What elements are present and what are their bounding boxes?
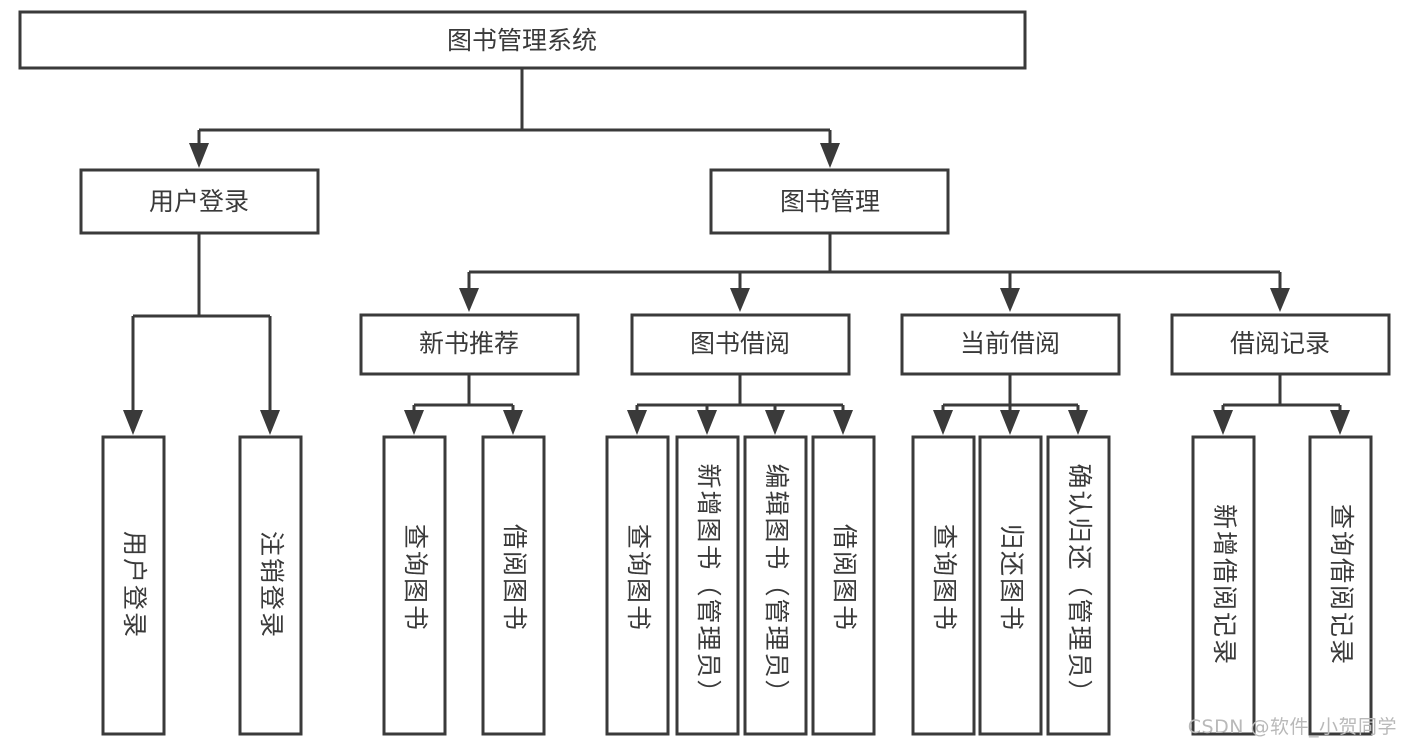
leaf-current-borrow-2-box[interactable] xyxy=(978,435,1043,736)
leaf-borrow-record-2[interactable]: 查询借阅记录 xyxy=(1308,435,1373,736)
node-new-book-recommend-label: 新书推荐 xyxy=(419,329,519,358)
leaf-book-borrow-4-box[interactable] xyxy=(811,435,876,736)
leaf-book-borrow-2-box[interactable] xyxy=(675,435,740,736)
arrow-to-leaf-current-borrow-1 xyxy=(933,410,953,435)
arrow-to-borrow-record xyxy=(1270,288,1290,312)
arrow-to-leaf-current-borrow-3 xyxy=(1068,410,1088,435)
leaf-current-borrow-3-label: 确认归还（管理员） xyxy=(1065,463,1094,706)
arrow-to-leaf-book-borrow-3 xyxy=(765,410,785,435)
leaf-user-login-2-label: 注销登录 xyxy=(257,531,286,639)
leaf-borrow-record-1-label: 新增借阅记录 xyxy=(1210,504,1239,666)
leaf-user-login-2[interactable]: 注销登录 xyxy=(238,435,303,736)
leaf-current-borrow-2-label: 归还图书 xyxy=(997,524,1026,632)
leaf-book-borrow-2[interactable]: 新增图书（管理员） xyxy=(675,435,740,736)
leaf-book-borrow-3[interactable]: 编辑图书（管理员） xyxy=(743,435,808,736)
leaf-book-borrow-3-label: 编辑图书（管理员） xyxy=(762,463,791,706)
node-book-borrow[interactable]: 图书借阅 xyxy=(630,313,851,376)
node-book-management-label: 图书管理 xyxy=(780,187,880,216)
node-book-management-box[interactable] xyxy=(709,168,950,235)
arrow-to-leaf-book-borrow-4 xyxy=(833,410,853,435)
node-user-login-label: 用户登录 xyxy=(149,187,249,216)
leaf-borrow-record-2-box[interactable] xyxy=(1308,435,1373,736)
leaf-user-login-1-label: 用户登录 xyxy=(120,531,149,639)
leaf-borrow-record-1-box[interactable] xyxy=(1191,435,1256,736)
leaf-user-login-2-box[interactable] xyxy=(238,435,303,736)
leaf-book-borrow-3-box[interactable] xyxy=(743,435,808,736)
leaf-user-login-1-box[interactable] xyxy=(101,435,166,736)
leaf-current-borrow-1-box[interactable] xyxy=(911,435,976,736)
leaf-new-book-2[interactable]: 借阅图书 xyxy=(481,435,546,736)
arrow-to-leaf-user-login-1 xyxy=(123,410,143,435)
node-book-borrow-label: 图书借阅 xyxy=(690,329,790,358)
node-borrow-record[interactable]: 借阅记录 xyxy=(1170,313,1391,376)
leaf-user-login-1[interactable]: 用户登录 xyxy=(101,435,166,736)
node-user-login-box[interactable] xyxy=(79,168,320,235)
arrow-to-current-borrow xyxy=(1000,288,1020,312)
leaf-current-borrow-3[interactable]: 确认归还（管理员） xyxy=(1046,435,1111,736)
node-root-box[interactable] xyxy=(18,10,1027,70)
node-new-book-recommend-box[interactable] xyxy=(359,313,580,376)
arrow-to-user-login xyxy=(189,143,209,168)
arrow-to-leaf-new-book-2 xyxy=(503,410,523,435)
leaf-borrow-record-1[interactable]: 新增借阅记录 xyxy=(1191,435,1256,736)
leaf-book-borrow-1-box[interactable] xyxy=(605,435,670,736)
arrow-to-leaf-new-book-1 xyxy=(404,410,424,435)
leaf-book-borrow-4[interactable]: 借阅图书 xyxy=(811,435,876,736)
arrow-to-leaf-book-borrow-1 xyxy=(627,410,647,435)
leaf-new-book-2-label: 借阅图书 xyxy=(500,524,529,632)
leaf-book-borrow-4-label: 借阅图书 xyxy=(830,524,859,632)
leaf-current-borrow-1-label: 查询图书 xyxy=(930,524,959,632)
node-current-borrow[interactable]: 当前借阅 xyxy=(900,313,1121,376)
node-borrow-record-box[interactable] xyxy=(1170,313,1391,376)
leaf-new-book-2-box[interactable] xyxy=(481,435,546,736)
leaf-book-borrow-1[interactable]: 查询图书 xyxy=(605,435,670,736)
arrow-to-leaf-current-borrow-2 xyxy=(1000,410,1020,435)
arrow-to-book-mgmt xyxy=(820,143,840,168)
leaf-borrow-record-2-label: 查询借阅记录 xyxy=(1327,504,1356,666)
leaf-current-borrow-3-box[interactable] xyxy=(1046,435,1111,736)
node-new-book-recommend[interactable]: 新书推荐 xyxy=(359,313,580,376)
leaf-new-book-1-box[interactable] xyxy=(382,435,447,736)
node-root[interactable]: 图书管理系统 xyxy=(18,10,1027,70)
arrow-to-leaf-borrow-record-1 xyxy=(1213,410,1233,435)
leaf-new-book-1-label: 查询图书 xyxy=(401,524,430,632)
leaf-current-borrow-1[interactable]: 查询图书 xyxy=(911,435,976,736)
leaf-current-borrow-2[interactable]: 归还图书 xyxy=(978,435,1043,736)
node-book-management[interactable]: 图书管理 xyxy=(709,168,950,235)
leaf-book-borrow-2-label: 新增图书（管理员） xyxy=(694,463,723,706)
node-root-label: 图书管理系统 xyxy=(447,26,597,55)
arrow-to-leaf-borrow-record-2 xyxy=(1330,410,1350,435)
node-user-login[interactable]: 用户登录 xyxy=(79,168,320,235)
arrow-to-leaf-user-login-2 xyxy=(260,410,280,435)
connector-layer xyxy=(123,68,1350,435)
leaf-book-borrow-1-label: 查询图书 xyxy=(624,524,653,632)
node-current-borrow-label: 当前借阅 xyxy=(960,329,1060,358)
node-current-borrow-box[interactable] xyxy=(900,313,1121,376)
leaf-new-book-1[interactable]: 查询图书 xyxy=(382,435,447,736)
arrow-to-leaf-book-borrow-2 xyxy=(697,410,717,435)
arrow-to-new-book xyxy=(459,288,479,312)
node-book-borrow-box[interactable] xyxy=(630,313,851,376)
node-borrow-record-label: 借阅记录 xyxy=(1230,329,1330,358)
arrow-to-book-borrow xyxy=(730,288,750,312)
